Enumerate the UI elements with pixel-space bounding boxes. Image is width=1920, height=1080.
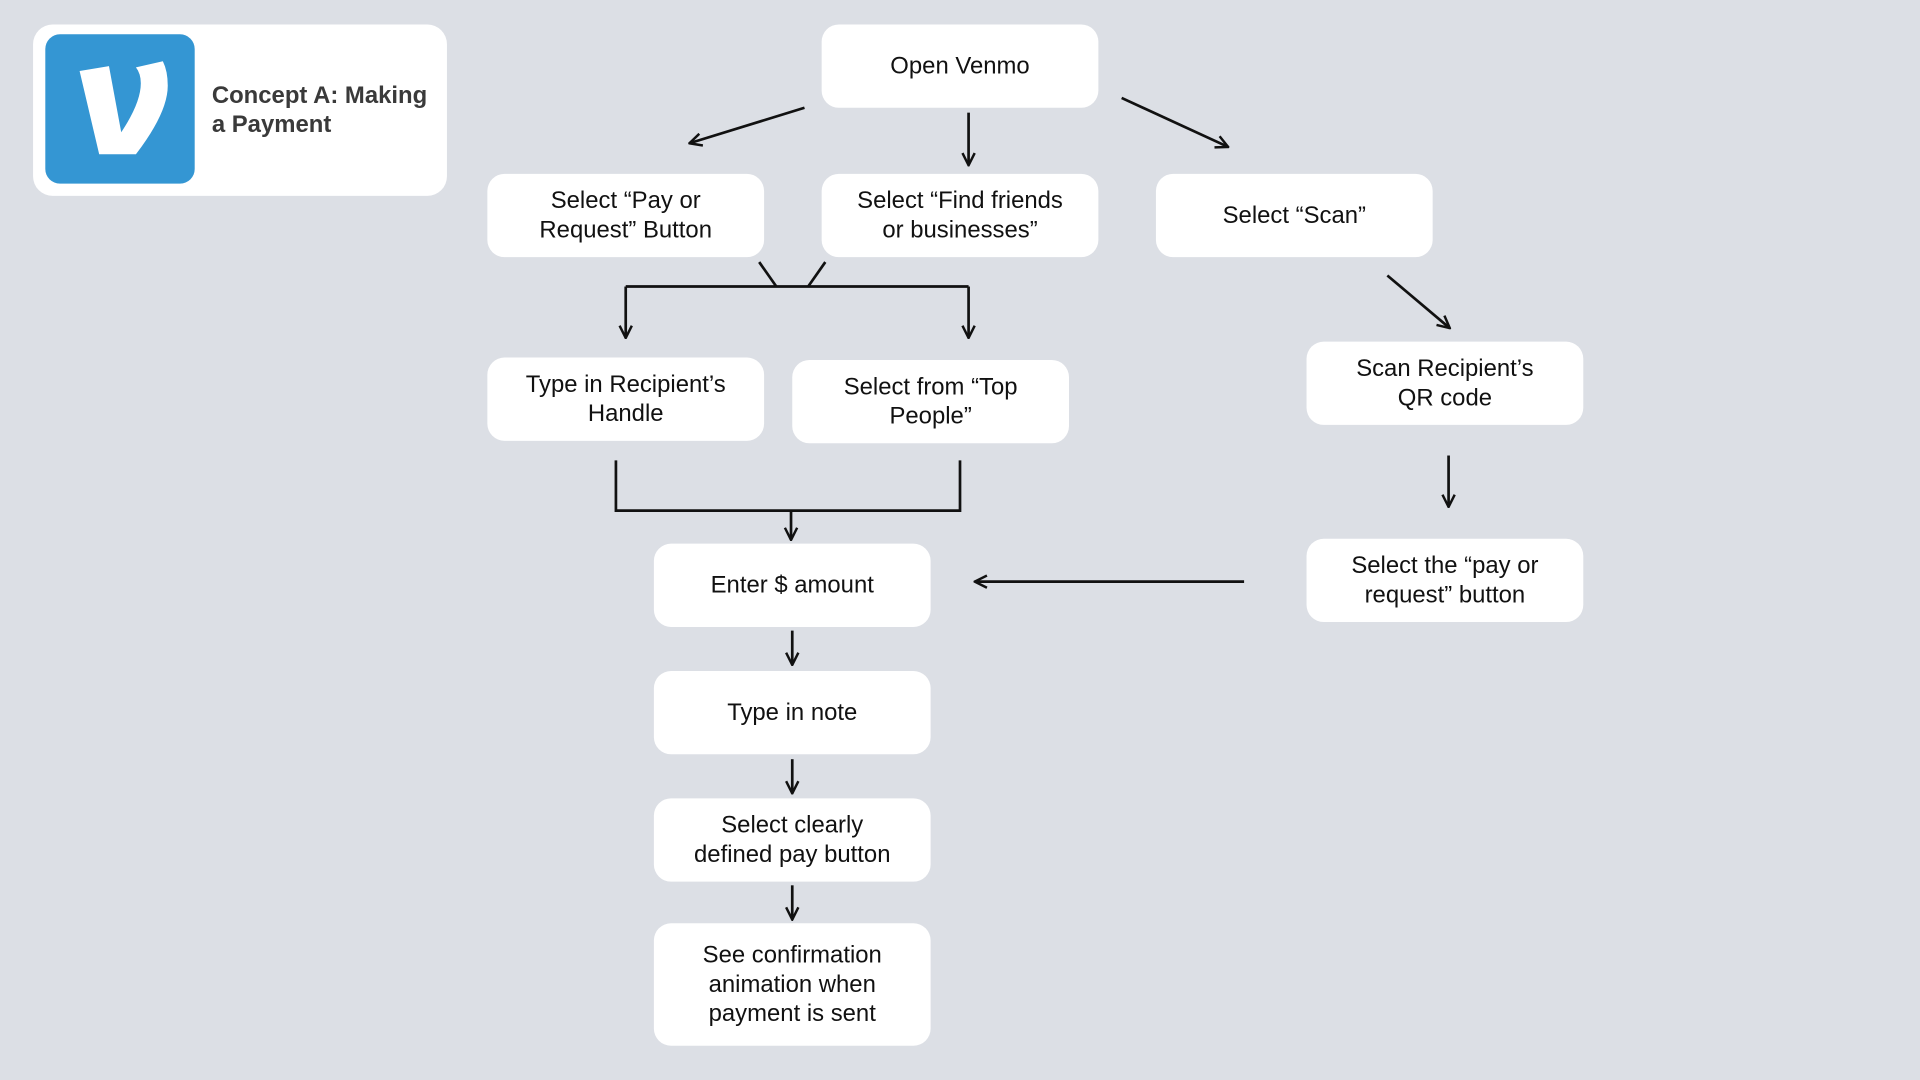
node-pay-or-request-label: Select “Pay or Request” Button [539, 187, 712, 244]
node-pay-button-label: Select clearly defined pay button [694, 811, 891, 869]
node-scan-label: Select “Scan” [1222, 202, 1366, 229]
node-scan: Select “Scan” [1155, 173, 1433, 258]
node-open-venmo: Open Venmo [821, 24, 1099, 108]
node-enter-amount: Enter $ amount [653, 543, 931, 627]
node-confirmation: See confirmation animation when payment … [653, 923, 931, 1046]
node-enter-amount-label: Enter $ amount [710, 571, 874, 599]
title-card: Concept A: Making a Payment [33, 24, 447, 196]
venmo-logo-icon [45, 34, 195, 184]
node-type-handle: Type in Recipient’s Handle [487, 357, 765, 441]
connector-merge-bracket [614, 460, 962, 512]
node-type-handle-label: Type in Recipient’s Handle [525, 371, 726, 428]
node-type-note-label: Type in note [727, 699, 858, 727]
node-find-friends: Select “Find friends or businesses” [821, 173, 1099, 258]
arrow-scan-to-qr [1386, 274, 1449, 329]
node-pay-or-request: Select “Pay or Request” Button [487, 173, 765, 258]
node-pay-request-button: Select the “pay or request” button [1306, 538, 1584, 623]
connector-pay-merge [758, 261, 778, 288]
node-open-venmo-label: Open Venmo [890, 52, 1030, 80]
node-scan-qr: Scan Recipient’s QR code [1306, 341, 1584, 425]
connector-find-merge [807, 261, 827, 288]
node-pay-button: Select clearly defined pay button [653, 798, 931, 882]
node-scan-qr-label: Scan Recipient’s QR code [1356, 355, 1534, 412]
node-type-note: Type in note [653, 671, 931, 755]
page-title: Concept A: Making a Payment [211, 82, 428, 139]
node-find-friends-label: Select “Find friends or businesses” [857, 187, 1063, 244]
node-top-people-label: Select from “Top People” [843, 373, 1018, 430]
arrow-open-to-pay [689, 106, 805, 144]
node-top-people: Select from “Top People” [792, 360, 1069, 444]
node-confirmation-label: See confirmation animation when payment … [702, 941, 882, 1028]
node-pay-request-button-label: Select the “pay or request” button [1351, 552, 1539, 609]
arrow-open-to-scan [1121, 96, 1229, 147]
